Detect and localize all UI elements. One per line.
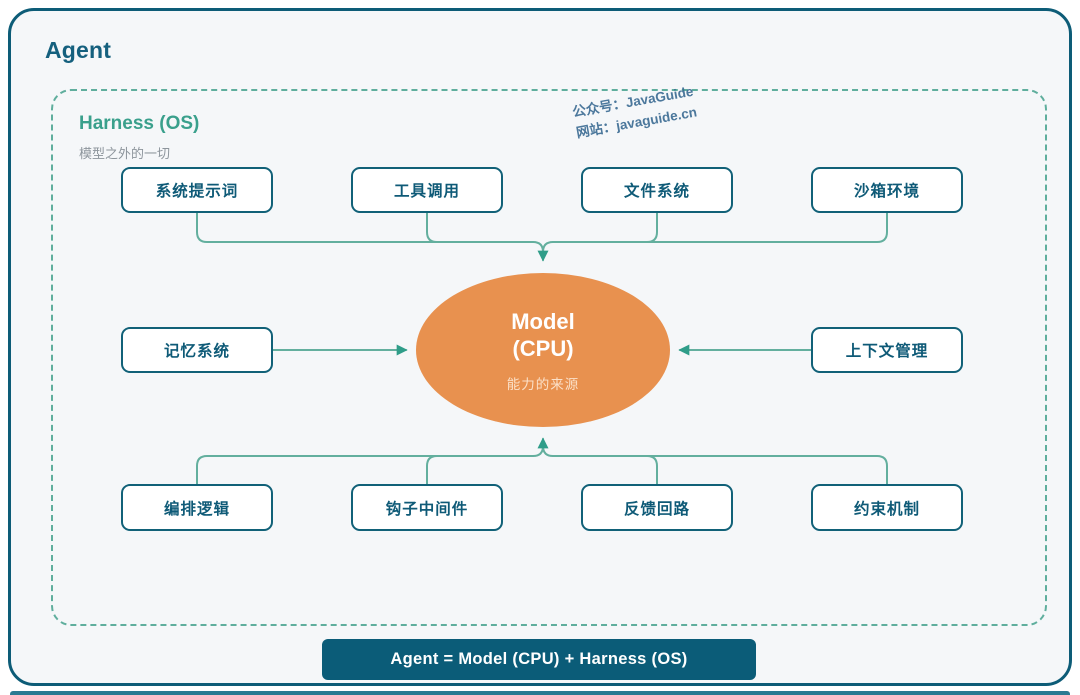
node-label: 编排逻辑 — [163, 500, 230, 518]
node-system-prompt: 系统提示词 — [121, 167, 273, 213]
page-title: Agent — [45, 37, 112, 63]
node-hook-middleware: 钩子中间件 — [351, 484, 503, 531]
model-ellipse: Model (CPU) 能力的来源 — [416, 273, 670, 427]
agent-container: Agent Harness (OS) 模型之外的一切 公众号：JavaGuide… — [8, 8, 1072, 686]
model-name: Model (CPU) — [511, 308, 575, 363]
model-subtitle: 能力的来源 — [506, 376, 580, 392]
node-sandbox-environment: 沙箱环境 — [811, 167, 963, 213]
harness-subtitle: 模型之外的一切 — [79, 146, 171, 161]
footer-formula-text: Agent = Model (CPU) + Harness (OS) — [390, 650, 688, 668]
node-orchestration-logic: 编排逻辑 — [121, 484, 273, 531]
harness-title: Harness (OS) — [79, 113, 200, 134]
node-tool-calling: 工具调用 — [351, 167, 503, 213]
node-label: 文件系统 — [623, 183, 690, 200]
node-label: 工具调用 — [393, 183, 460, 200]
node-label: 上下文管理 — [845, 343, 929, 360]
node-file-system: 文件系统 — [581, 167, 733, 213]
node-feedback-loop: 反馈回路 — [581, 484, 733, 531]
node-label: 反馈回路 — [623, 500, 690, 518]
model-name-line1: Model — [511, 308, 575, 334]
bottom-edge-strip — [10, 691, 1070, 695]
node-memory-system: 记忆系统 — [121, 327, 273, 373]
node-context-management: 上下文管理 — [811, 327, 963, 373]
node-label: 记忆系统 — [163, 343, 230, 360]
node-constraint-mechanism: 约束机制 — [811, 484, 963, 531]
harness-dashed-box — [51, 89, 1047, 626]
node-label: 钩子中间件 — [385, 500, 469, 518]
node-label: 沙箱环境 — [853, 183, 920, 200]
model-name-line2: (CPU) — [512, 336, 574, 361]
node-label: 约束机制 — [853, 500, 920, 518]
node-label: 系统提示词 — [155, 183, 239, 200]
footer-formula-bar: Agent = Model (CPU) + Harness (OS) — [322, 639, 756, 680]
